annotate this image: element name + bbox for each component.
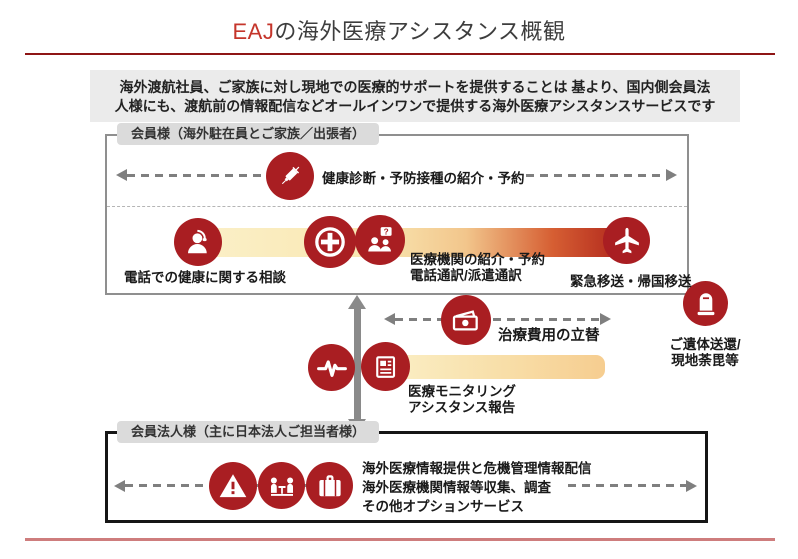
medical-intro-label-2: 電話通訳/派遣通訳 xyxy=(410,268,522,283)
corporate-service-label-3: その他オプションサービス xyxy=(362,499,524,514)
vertical-arrow-shaft xyxy=(354,308,361,420)
dashed-line xyxy=(526,174,666,177)
interpreter-question-icon: ? xyxy=(355,215,405,265)
service-gradient-bar xyxy=(198,228,630,257)
svg-text:?: ? xyxy=(384,228,389,237)
intro-line2: 人様にも、渡航前の情報配信などオールインワンで提供する海外医療アシスタンスサービ… xyxy=(114,98,716,114)
dashed-line xyxy=(395,318,602,321)
dashed-line xyxy=(253,484,261,487)
phone-consult-label: 電話での健康に関する相談 xyxy=(124,270,286,285)
report-document-icon xyxy=(361,342,410,391)
dashed-line xyxy=(568,484,686,487)
arrow-right-icon xyxy=(686,480,697,492)
repatriation-label-1: ご遺体送還/ xyxy=(669,337,741,352)
briefcase-icon xyxy=(306,462,353,509)
health-check-label: 健康診断・予防接種の紹介・予約 xyxy=(322,171,525,186)
payment-label: 治療費用の立替 xyxy=(498,328,600,344)
medical-cross-icon xyxy=(304,216,356,268)
title-divider xyxy=(25,53,775,55)
syringe-icon xyxy=(266,152,314,200)
footer-divider xyxy=(25,538,775,541)
dashed-line xyxy=(127,174,264,177)
emergency-label: 緊急移送・帰国移送 xyxy=(570,274,692,289)
repatriation-label-2: 現地荼毘等 xyxy=(671,353,739,368)
corporate-box xyxy=(105,431,708,523)
heartbeat-icon xyxy=(308,344,355,391)
dashed-line xyxy=(301,484,309,487)
row-divider xyxy=(107,206,687,207)
dashed-line xyxy=(125,484,207,487)
money-icon xyxy=(441,295,491,345)
monitoring-label-2: アシスタンス報告 xyxy=(408,400,516,415)
brand-text: EAJ xyxy=(232,19,275,44)
intro-line1: 海外渡航社員、ご家族に対し現地での医療的サポートを提供することは 基より、国内側… xyxy=(119,79,711,95)
member-box xyxy=(105,134,689,295)
arrow-left-icon xyxy=(116,169,127,181)
corporate-box-label: 会員法人様（主に日本法人ご担当者様） xyxy=(117,421,380,443)
warning-triangle-icon xyxy=(209,462,257,510)
corporate-service-label-1: 海外医療情報提供と危機管理情報配信 xyxy=(362,461,592,476)
monitoring-label-1: 医療モニタリング xyxy=(408,384,516,399)
arrow-right-icon xyxy=(666,169,677,181)
title-rest: の海外医療アシスタンス概観 xyxy=(274,19,566,44)
arrow-left-icon xyxy=(114,480,125,492)
vertical-arrow-up-icon xyxy=(348,295,366,309)
monitoring-gradient-bar xyxy=(400,355,605,379)
intro-box: 海外渡航社員、ご家族に対し現地での医療的サポートを提供することは 基より、国内側… xyxy=(90,70,740,122)
corporate-service-label-2: 海外医療機関情報等収集、調査 xyxy=(362,480,551,495)
arrow-left-icon xyxy=(384,313,395,325)
member-box-label: 会員様（海外駐在員とご家族／出張者） xyxy=(117,123,380,145)
meeting-icon xyxy=(258,462,305,509)
arrow-right-icon xyxy=(600,313,611,325)
headset-person-icon xyxy=(174,218,222,266)
medical-intro-label-1: 医療機関の紹介・予約 xyxy=(410,252,545,267)
airplane-icon xyxy=(603,217,650,264)
page-title: EAJの海外医療アシスタンス概観 xyxy=(0,14,798,46)
urn-icon xyxy=(683,281,728,326)
